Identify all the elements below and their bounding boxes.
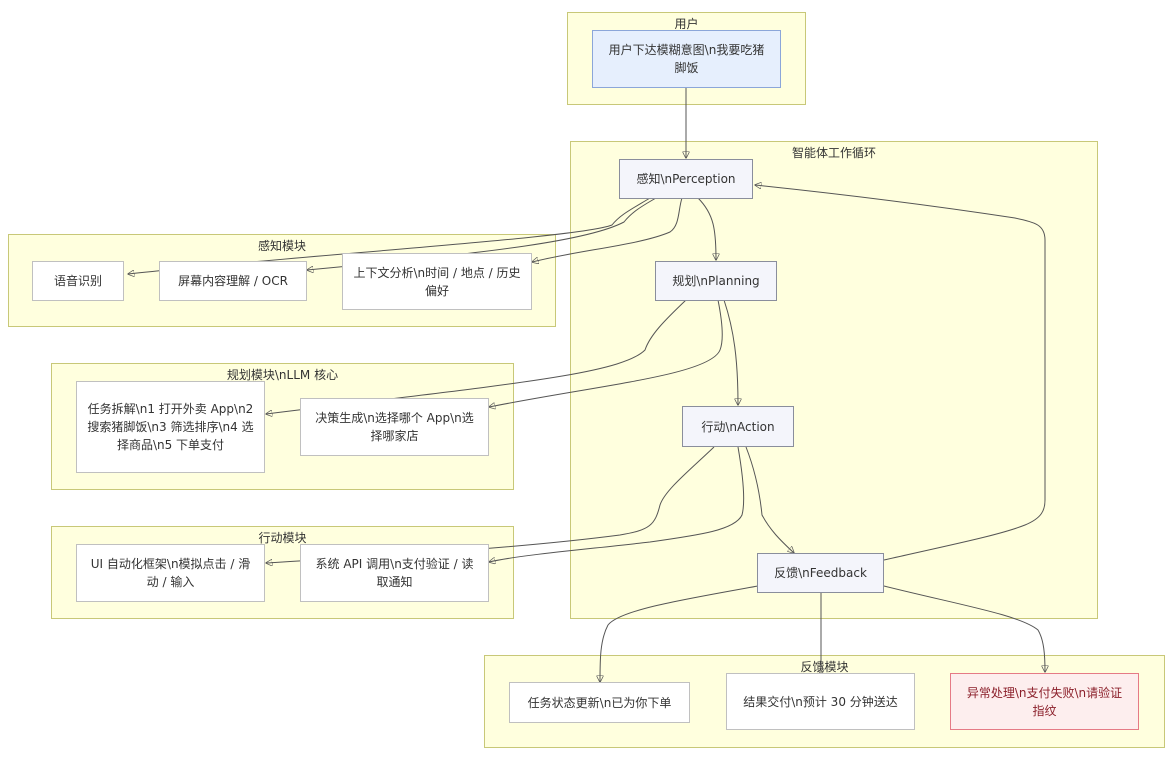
node-result-delivery[interactable]: 结果交付\n预计 30 分钟送达 [726,673,915,730]
node-context-analysis[interactable]: 上下文分析\n时间 / 地点 / 历史偏好 [342,253,532,310]
node-feedback[interactable]: 反馈\nFeedback [757,553,884,593]
node-task-status-label: 任务状态更新\n已为你下单 [527,695,672,710]
cluster-agent-loop-title: 智能体工作循环 [791,146,876,160]
node-user-intent[interactable]: 用户下达模糊意图\n我要吃猪脚饭 [592,30,781,88]
node-planning[interactable]: 规划\nPlanning [655,261,777,301]
cluster-agent-loop: 智能体工作循环 [570,141,1098,619]
node-decision-making-label: 决策生成\n选择哪个 App\n选择哪家店 [315,411,474,443]
node-result-delivery-label: 结果交付\n预计 30 分钟送达 [743,694,898,709]
node-task-decomposition[interactable]: 任务拆解\n1 打开外卖 App\n2 搜索猪脚饭\n3 筛选排序\n4 选择商… [76,381,265,473]
node-system-api-label: 系统 API 调用\n支付验证 / 读取通知 [315,557,474,589]
node-decision-making[interactable]: 决策生成\n选择哪个 App\n选择哪家店 [300,398,489,456]
node-screen-ocr-label: 屏幕内容理解 / OCR [178,274,288,288]
node-context-analysis-label: 上下文分析\n时间 / 地点 / 历史偏好 [353,265,521,298]
cluster-feedback-module-title: 反馈模块 [800,660,849,674]
node-feedback-label: 反馈\nFeedback [774,566,867,580]
node-exception-handling[interactable]: 异常处理\n支付失败\n请验证指纹 [950,673,1139,730]
cluster-user-title: 用户 [674,17,699,31]
node-ui-automation-label: UI 自动化框架\n模拟点击 / 滑动 / 输入 [90,557,251,589]
node-speech-recognition-label: 语音识别 [53,274,102,288]
node-task-status[interactable]: 任务状态更新\n已为你下单 [509,682,690,723]
node-screen-ocr[interactable]: 屏幕内容理解 / OCR [159,261,307,301]
node-planning-label: 规划\nPlanning [672,274,760,288]
node-exception-handling-label: 异常处理\n支付失败\n请验证指纹 [966,685,1123,718]
node-task-decomposition-label: 任务拆解\n1 打开外卖 App\n2 搜索猪脚饭\n3 筛选排序\n4 选择商… [87,402,254,452]
node-perception-label: 感知\nPerception [636,172,736,186]
node-perception[interactable]: 感知\nPerception [619,159,753,199]
node-speech-recognition[interactable]: 语音识别 [32,261,124,301]
cluster-perception-module-title: 感知模块 [257,239,306,253]
node-ui-automation[interactable]: UI 自动化框架\n模拟点击 / 滑动 / 输入 [76,544,265,602]
node-system-api[interactable]: 系统 API 调用\n支付验证 / 读取通知 [300,544,489,602]
node-action[interactable]: 行动\nAction [682,406,794,447]
node-action-label: 行动\nAction [701,419,775,434]
node-user-intent-label: 用户下达模糊意图\n我要吃猪脚饭 [608,43,765,75]
